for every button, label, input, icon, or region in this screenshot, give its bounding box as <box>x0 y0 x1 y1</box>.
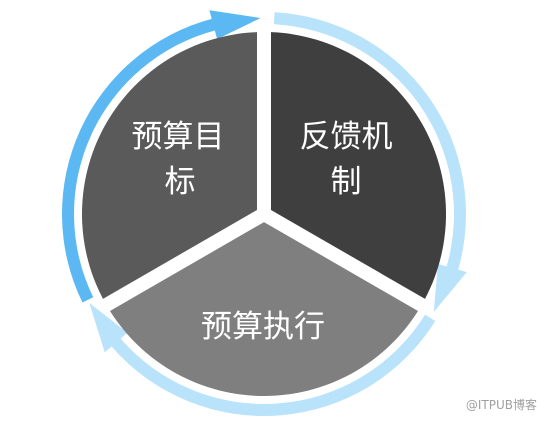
label-feedback-mechanism-line2: 制 <box>331 164 362 200</box>
watermark-text: @ITPUB博客 <box>465 398 537 412</box>
label-budget-target-line2: 标 <box>165 164 196 200</box>
segment-budget-target <box>81 32 257 299</box>
label-feedback-mechanism-line1: 反馈机 <box>300 119 393 155</box>
cycle-arrow-left <box>61 10 261 303</box>
label-budget-target-line1: 预算目 <box>132 119 225 155</box>
cycle-arrow-bottom <box>89 302 436 416</box>
segment-budget-execution <box>110 222 418 396</box>
label-budget-execution: 预算执行 <box>201 309 325 345</box>
cycle-arrow-right <box>273 12 467 313</box>
segment-feedback-mechanism <box>271 32 447 299</box>
